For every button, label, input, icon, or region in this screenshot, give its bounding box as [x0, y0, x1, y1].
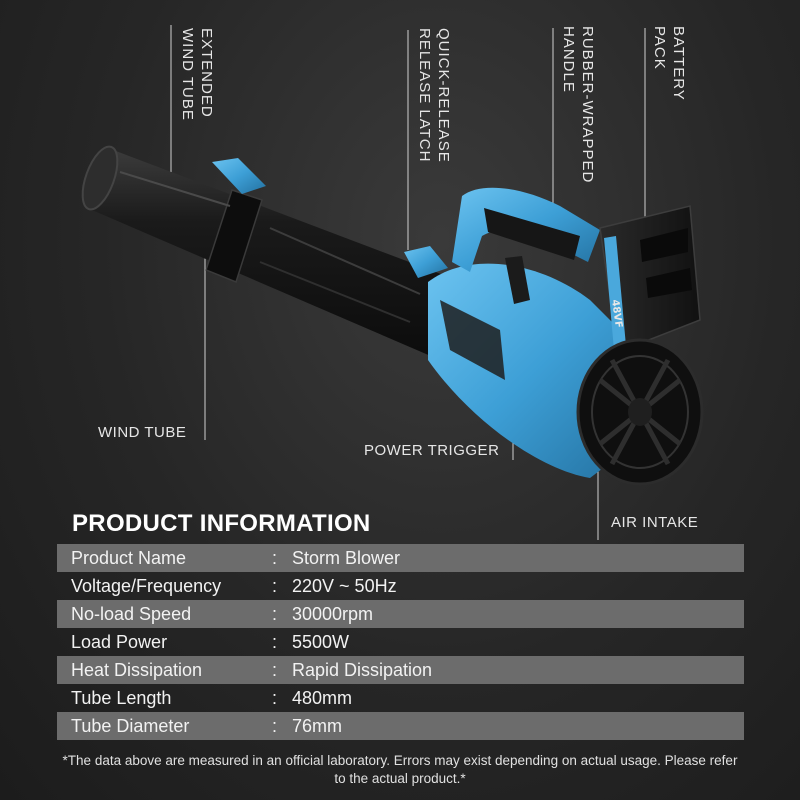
- spec-value: Storm Blower: [292, 547, 401, 568]
- spec-label: Product Name: [71, 547, 187, 568]
- spec-value: 220V ~ 50Hz: [292, 575, 397, 596]
- spec-row-tube-length: Tube Length : 480mm: [57, 684, 744, 712]
- air-intake-shape: [576, 338, 704, 486]
- spec-separator: :: [272, 687, 278, 708]
- spec-separator: :: [272, 659, 278, 680]
- spec-label: Tube Diameter: [71, 715, 190, 736]
- spec-value: 480mm: [292, 687, 353, 708]
- disclaimer-footnote: *The data above are measured in an offic…: [62, 753, 738, 786]
- spec-table: Product Name : Storm Blower Voltage/Freq…: [57, 544, 744, 740]
- spec-value: 30000rpm: [292, 603, 374, 624]
- spec-separator: :: [272, 547, 278, 568]
- spec-row-voltage-frequency: Voltage/Frequency : 220V ~ 50Hz: [57, 572, 744, 600]
- spec-label: Voltage/Frequency: [71, 575, 222, 596]
- spec-row-load-power: Load Power : 5500W: [57, 628, 744, 656]
- callout-rubber-wrapped-handle: RUBBER-WRAPPED HANDLE: [560, 26, 596, 184]
- product-information-title: PRODUCT INFORMATION: [72, 510, 371, 537]
- callout-air-intake: AIR INTAKE: [611, 514, 699, 531]
- spec-row-tube-diameter: Tube Diameter : 76mm: [57, 712, 744, 740]
- callout-power-trigger: POWER TRIGGER: [364, 442, 500, 459]
- spec-label: Heat Dissipation: [71, 659, 203, 680]
- spec-value: 5500W: [292, 631, 350, 652]
- spec-separator: :: [272, 575, 278, 596]
- spec-separator: :: [272, 631, 278, 652]
- callout-wind-tube: WIND TUBE: [98, 424, 187, 441]
- spec-label: Load Power: [71, 631, 168, 652]
- callout-quick-release-latch: QUICK-RELEASE RELEASE LATCH: [416, 28, 452, 163]
- wind-tube-shape: [81, 145, 470, 360]
- spec-separator: :: [272, 603, 278, 624]
- spec-label: Tube Length: [71, 687, 172, 708]
- spec-row-product-name: Product Name : Storm Blower: [57, 544, 744, 572]
- spec-row-heat-dissipation: Heat Dissipation : Rapid Dissipation: [57, 656, 744, 684]
- battery-label: 48VF: [609, 299, 624, 329]
- spec-separator: :: [272, 715, 278, 736]
- callout-battery-pack: BATTERY PACK: [651, 26, 687, 101]
- spec-row-no-load-speed: No-load Speed : 30000rpm: [57, 600, 744, 628]
- spec-value: Rapid Dissipation: [292, 659, 433, 680]
- spec-value: 76mm: [292, 715, 343, 736]
- quick-release-latch-shapes: [212, 158, 448, 278]
- battery-pack-shape: 48VF: [599, 205, 701, 354]
- callout-extended-wind-tube: EXTENDED WIND TUBE: [179, 28, 215, 121]
- spec-label: No-load Speed: [71, 603, 192, 624]
